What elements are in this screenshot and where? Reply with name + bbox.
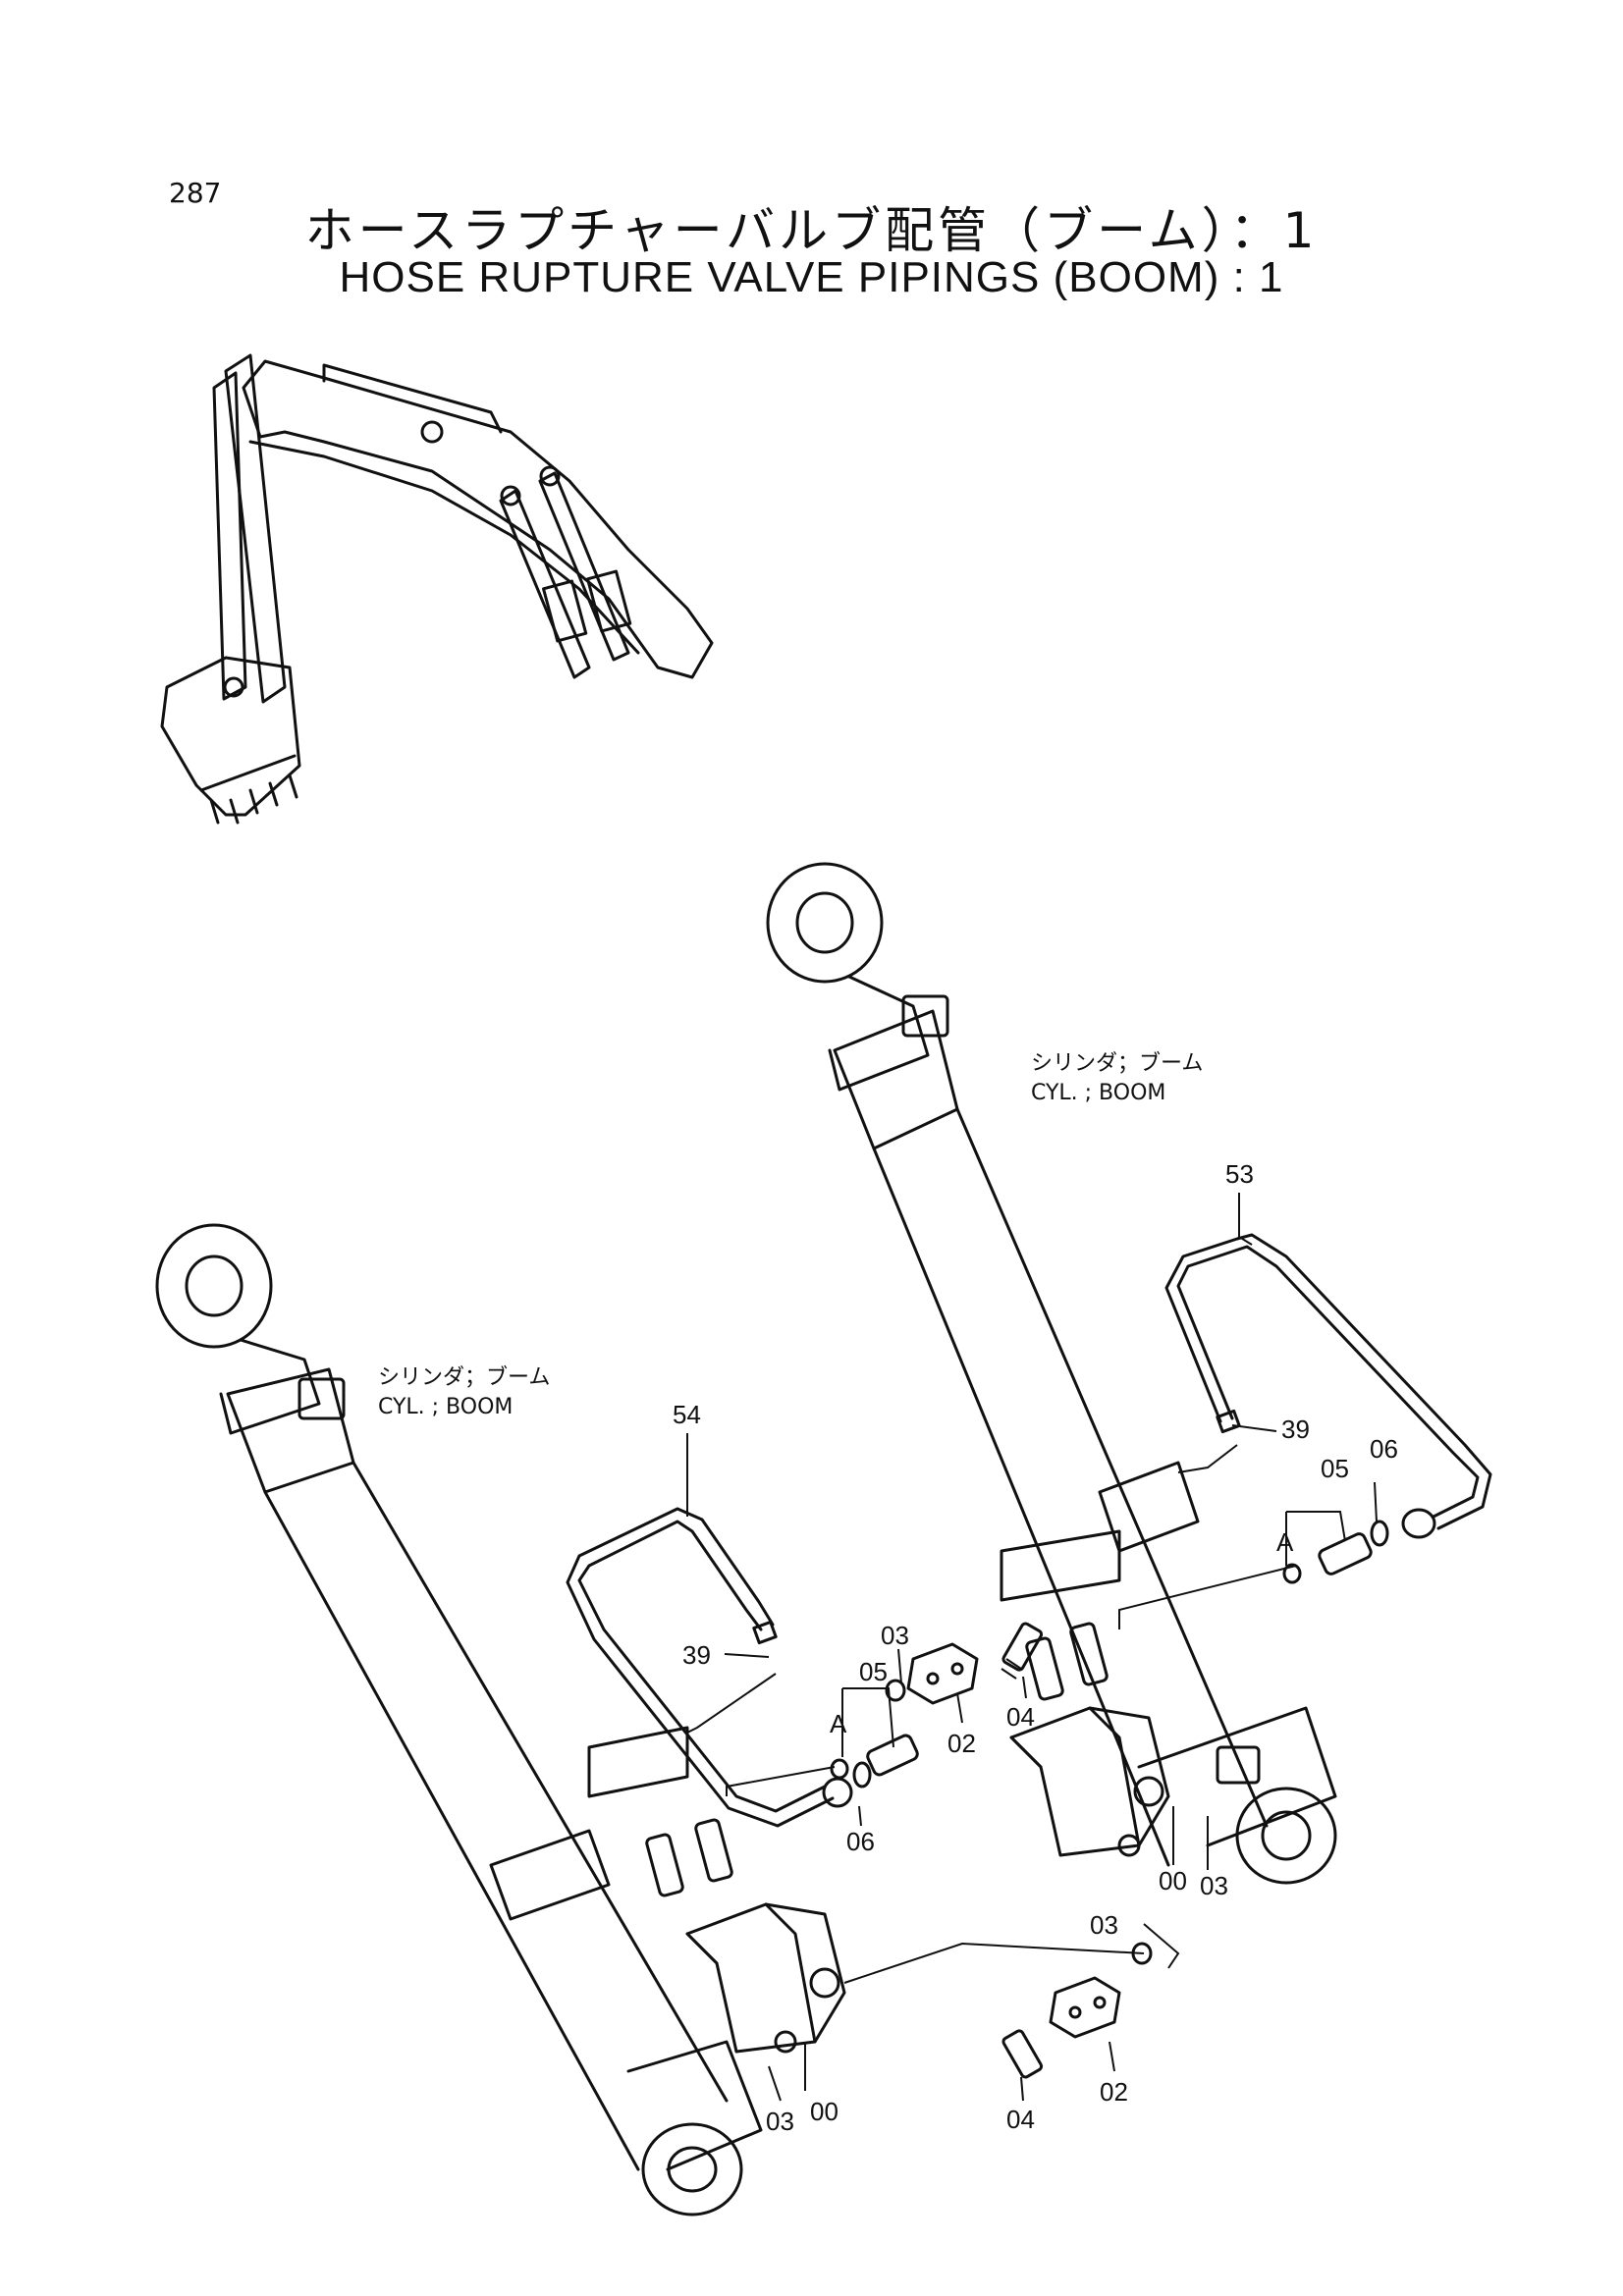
callout-05-left: 05	[859, 1657, 888, 1686]
callout-06-left: 06	[846, 1827, 875, 1856]
left-fitting-05	[830, 1734, 919, 1789]
callout-00-right: 00	[1159, 1866, 1187, 1896]
callout-39-right: 39	[1281, 1415, 1310, 1444]
right-rupture-valve	[1009, 1622, 1170, 1857]
cylinder-label-en-left: CYL. ; BOOM	[378, 1395, 513, 1419]
callout-03-right: 03	[1200, 1871, 1228, 1900]
callout-00-left: 00	[810, 2097, 839, 2126]
callout-03-left: 03	[766, 2107, 794, 2136]
pipe-54	[566, 1507, 853, 1828]
cylinder-label-en-right: CYL. ; BOOM	[1031, 1081, 1165, 1105]
excavator-overview-illustration	[160, 353, 714, 825]
callout-04-lower: 04	[1006, 2105, 1035, 2134]
pipe-53	[1164, 1233, 1492, 1539]
callout-03-mid-upper: 03	[881, 1621, 909, 1650]
cylinder-label-jp-left: シリンダ；ブーム	[378, 1365, 550, 1390]
cylinder-label-jp-right: シリンダ；ブーム	[1031, 1051, 1203, 1076]
callout-04-upper: 04	[1006, 1702, 1035, 1732]
leader-lines	[686, 1193, 1378, 2102]
flange-02-lower	[1049, 1942, 1153, 2039]
page-number: 287	[169, 177, 222, 209]
bolt-04-upper	[1001, 1622, 1044, 1680]
right-boom-cylinder	[766, 862, 1337, 1885]
callout-05-right: 05	[1321, 1454, 1349, 1483]
left-rupture-valve	[645, 1818, 846, 2054]
title-english: HOSE RUPTURE VALVE PIPINGS (BOOM) : 1	[339, 253, 1284, 301]
callout-02-upper: 02	[947, 1729, 976, 1758]
callout-53: 53	[1225, 1159, 1254, 1189]
callout-A-left: A	[830, 1709, 847, 1738]
right-fitting-05	[1282, 1520, 1389, 1584]
callout-39-left: 39	[682, 1640, 711, 1670]
title-japanese: ホースラプチャーバルブ配管（ブーム）：1	[304, 202, 1319, 259]
flange-02-upper	[885, 1642, 979, 1705]
callout-02-lower: 02	[1100, 2077, 1128, 2107]
callout-54: 54	[673, 1400, 701, 1429]
bolt-04-lower	[1001, 2029, 1044, 2079]
callout-03-mid-lower: 03	[1090, 1910, 1118, 1940]
callout-06-right: 06	[1370, 1434, 1398, 1464]
callout-A-right: A	[1276, 1527, 1294, 1557]
left-boom-cylinder	[155, 1223, 763, 2216]
